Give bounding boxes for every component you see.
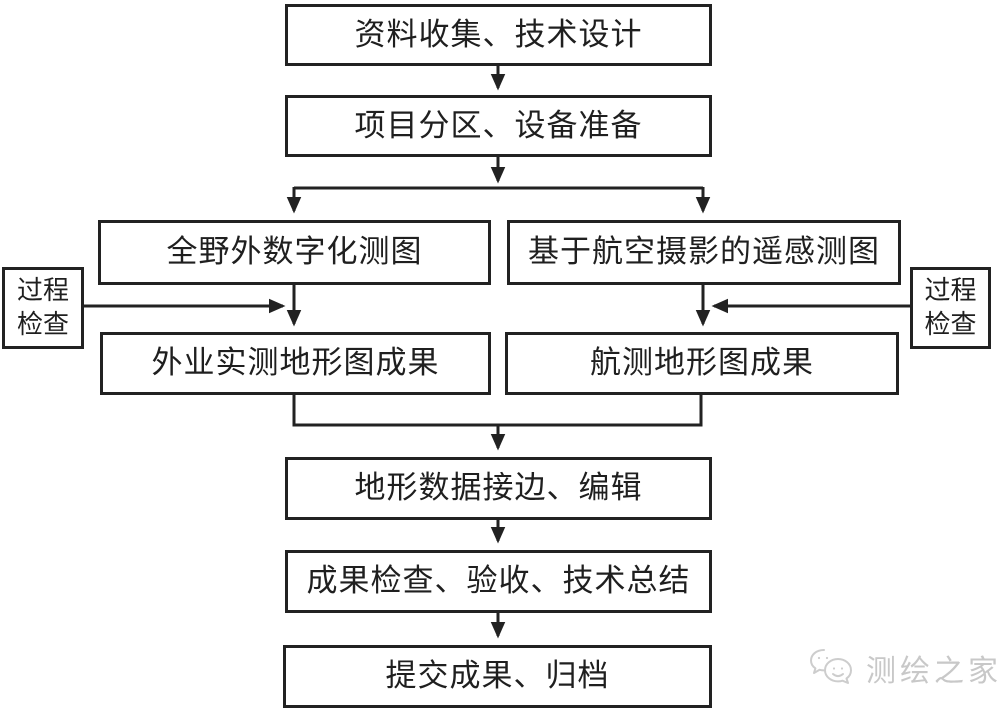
flow-node-partition: 项目分区、设备准备 bbox=[285, 95, 712, 157]
flow-node-remote-mapping: 基于航空摄影的遥感测图 bbox=[507, 220, 901, 285]
flow-node-submit: 提交成果、归档 bbox=[283, 645, 712, 708]
watermark: 测绘之家 bbox=[808, 646, 997, 690]
flow-node-collect: 资料收集、技术设计 bbox=[285, 4, 712, 66]
wechat-icon bbox=[810, 649, 852, 684]
watermark-label: 测绘之家 bbox=[866, 655, 997, 688]
flow-node-field-mapping: 全野外数字化测图 bbox=[98, 220, 491, 285]
flow-node-aerial-result: 航测地形图成果 bbox=[505, 332, 899, 395]
flow-node-inspection: 成果检查、验收、技术总结 bbox=[285, 550, 712, 613]
flow-node-edge-edit: 地形数据接边、编辑 bbox=[285, 457, 712, 520]
flow-node-field-result: 外业实测地形图成果 bbox=[100, 332, 491, 395]
connector-merge bbox=[292, 395, 703, 427]
flow-node-check-left: 过程检查 bbox=[2, 267, 84, 349]
flow-node-check-right: 过程检查 bbox=[910, 267, 991, 349]
